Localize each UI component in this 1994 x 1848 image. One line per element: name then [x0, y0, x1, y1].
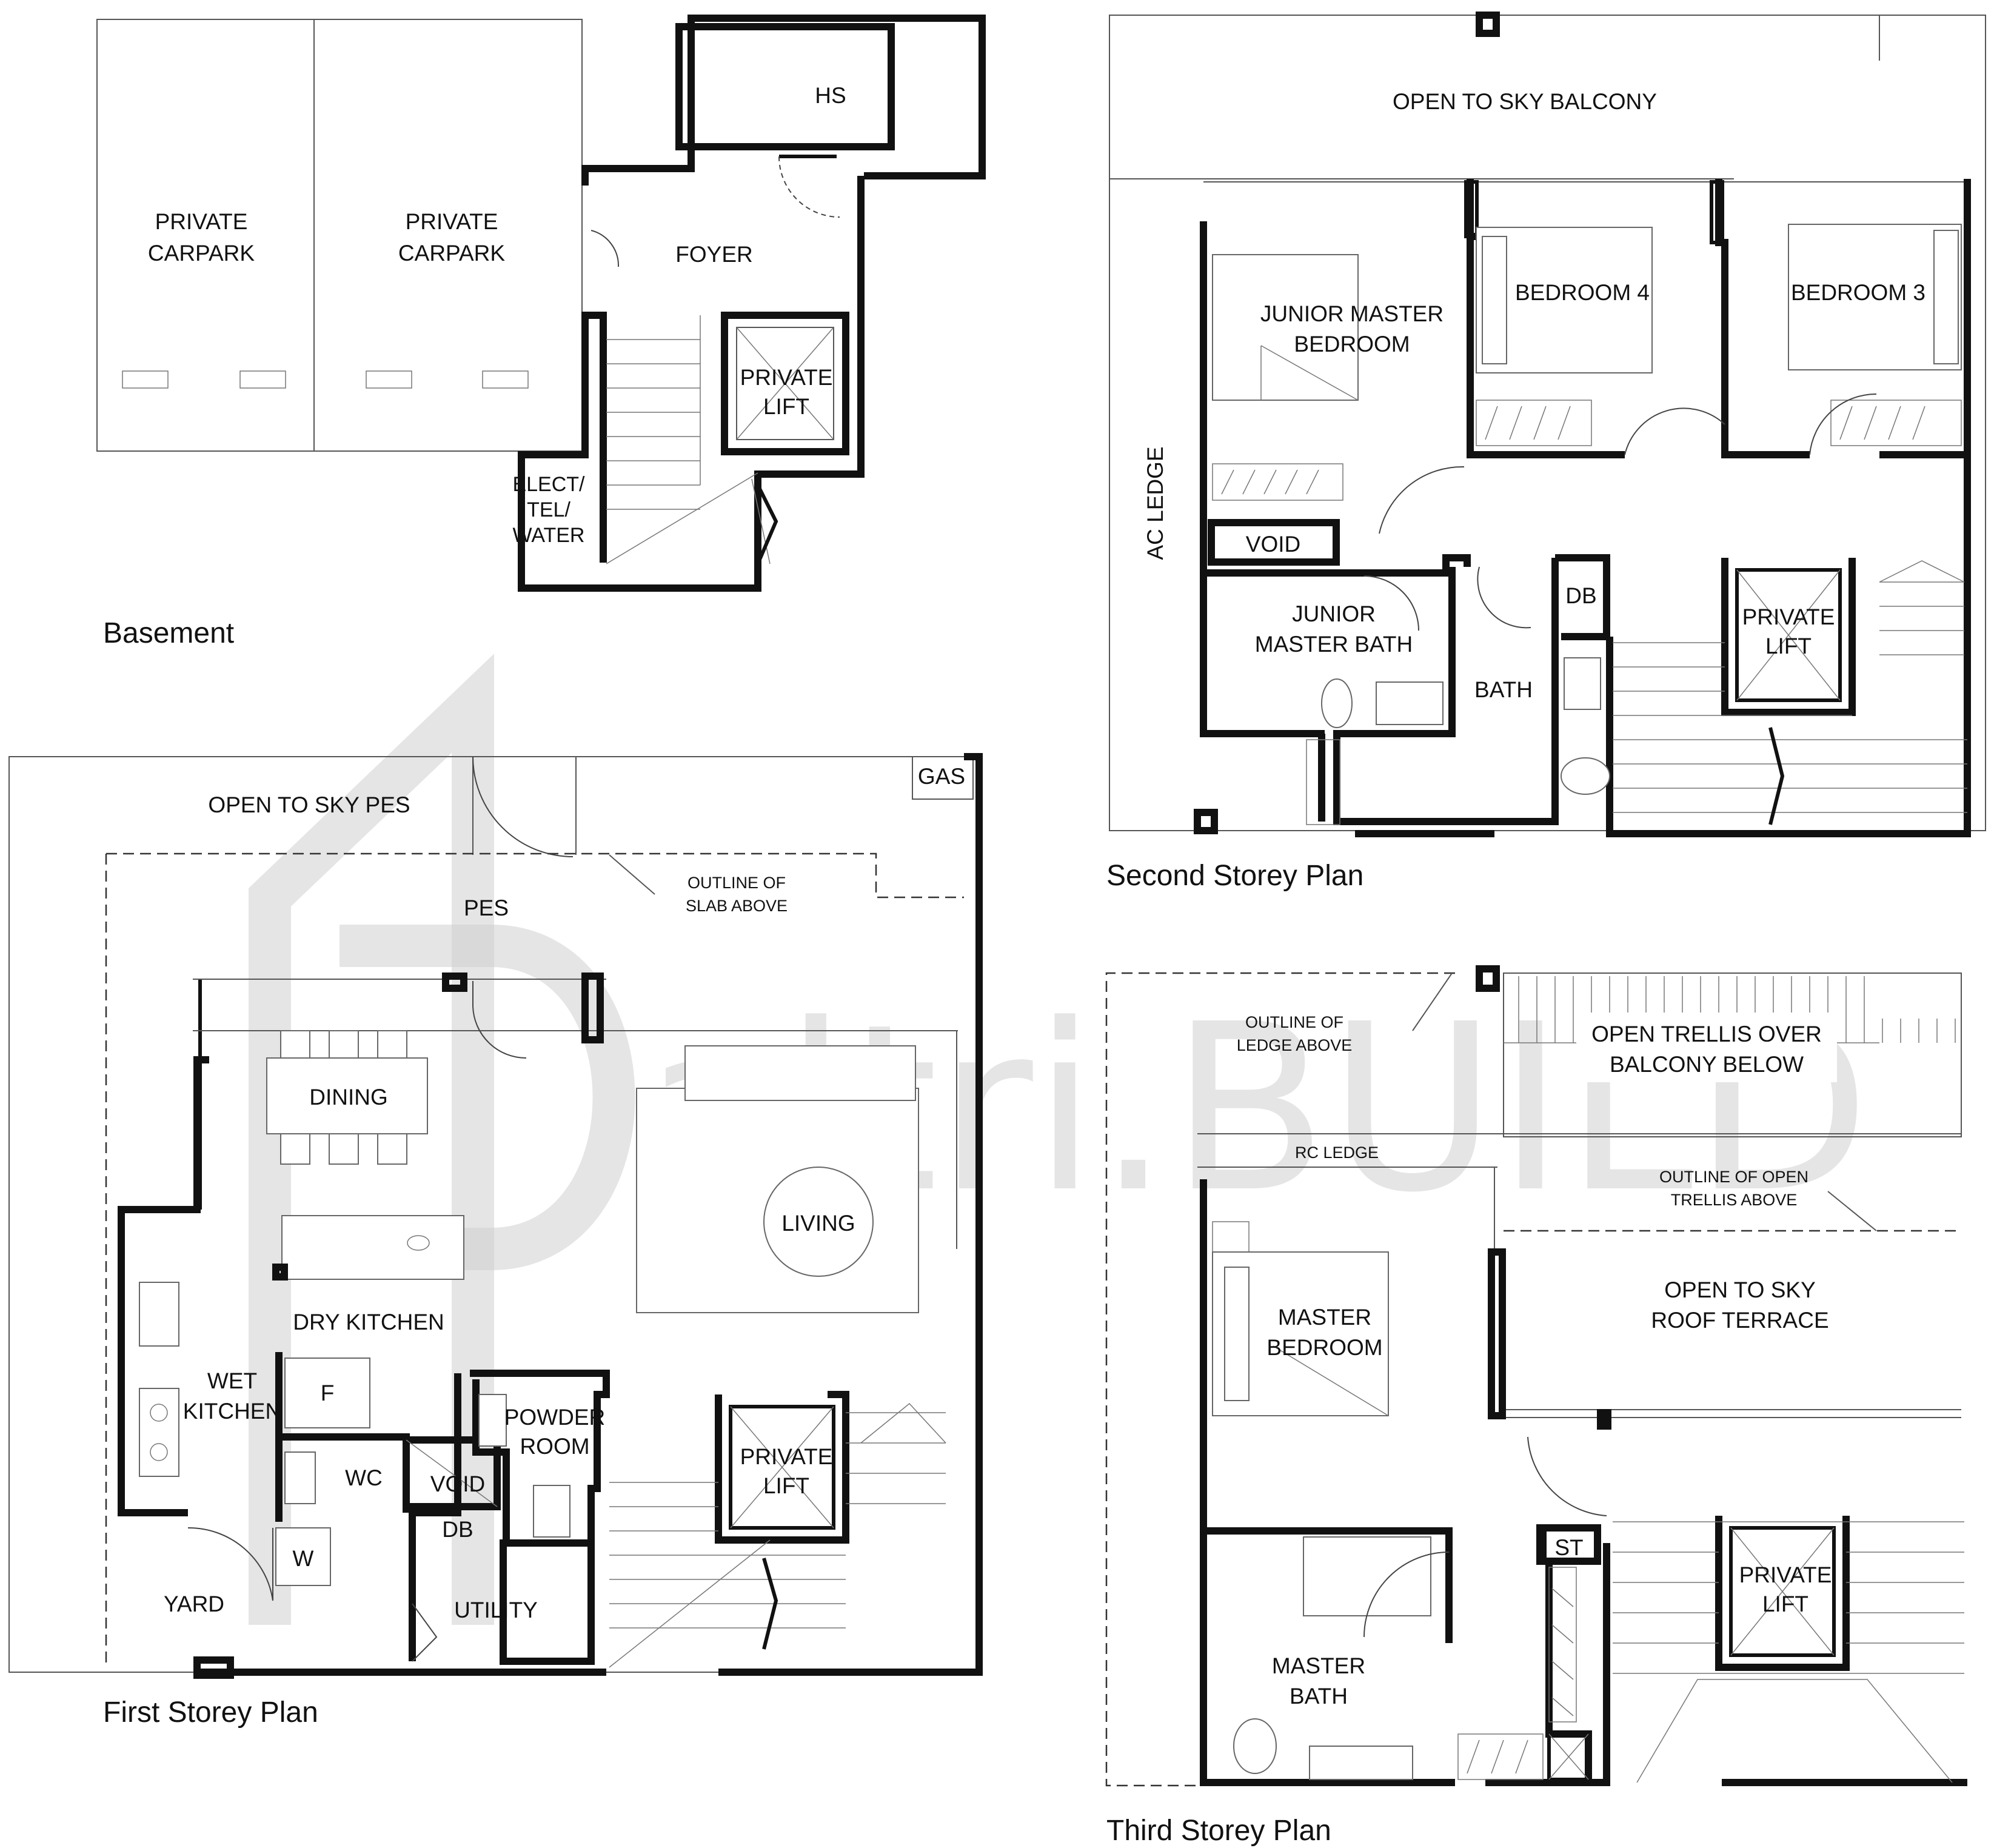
utility-label: UTILITY [454, 1598, 538, 1622]
first-storey-title: First Storey Plan [103, 1696, 318, 1729]
watermark: altri.BUILD [249, 654, 1870, 1625]
fridge-label: F [321, 1381, 335, 1405]
third-storey-title: Third Storey Plan [1106, 1815, 1331, 1847]
dry-kitchen-label: DRY KITCHEN [293, 1310, 444, 1334]
first-stairs [609, 1402, 946, 1668]
basement-lift-shaft [721, 312, 849, 455]
bed4-label: BEDROOM 4 [1515, 280, 1650, 305]
carpark-outline [96, 19, 583, 452]
pes-label: PES [464, 896, 509, 920]
wc-label: WC [345, 1465, 383, 1490]
foyer-label: FOYER [675, 242, 752, 267]
open-pes-label: OPEN TO SKY PES [208, 792, 410, 817]
living-label: LIVING [781, 1211, 855, 1236]
second-storey-plan: OPEN TO SKY BALCONY AC LEDGE JUNIOR MAST… [1106, 12, 1986, 892]
basement-stairs [606, 315, 778, 565]
bath-label: BATH [1474, 677, 1533, 702]
watermark-house-shape [249, 654, 494, 1625]
second-db-label: DB [1565, 583, 1596, 608]
db-label: DB [442, 1517, 473, 1542]
second-stairs [1613, 560, 1967, 825]
washer-label: W [293, 1546, 314, 1571]
watermark-d-shape [340, 925, 635, 1270]
rc-ledge-label: RC LEDGE [1295, 1143, 1379, 1162]
yard-label: YARD [164, 1592, 224, 1616]
hs-label: HS [815, 83, 846, 108]
second-storey-title: Second Storey Plan [1106, 860, 1363, 892]
elect-label: ELECT/TEL/WATER [512, 473, 585, 547]
st-label: ST [1554, 1535, 1583, 1560]
ac-ledge-label: AC LEDGE [1143, 446, 1168, 560]
second-void-label: VOID [1246, 532, 1300, 557]
dining-label: DINING [309, 1085, 388, 1110]
household-shelter [675, 23, 895, 150]
void-label: VOID [430, 1471, 485, 1496]
bed3-label: BEDROOM 3 [1791, 280, 1925, 305]
gas-label: GAS [918, 764, 965, 789]
third-stairs [1613, 1521, 1964, 1783]
balcony-label: OPEN TO SKY BALCONY [1393, 89, 1657, 114]
basement-title: Basement [103, 617, 234, 649]
